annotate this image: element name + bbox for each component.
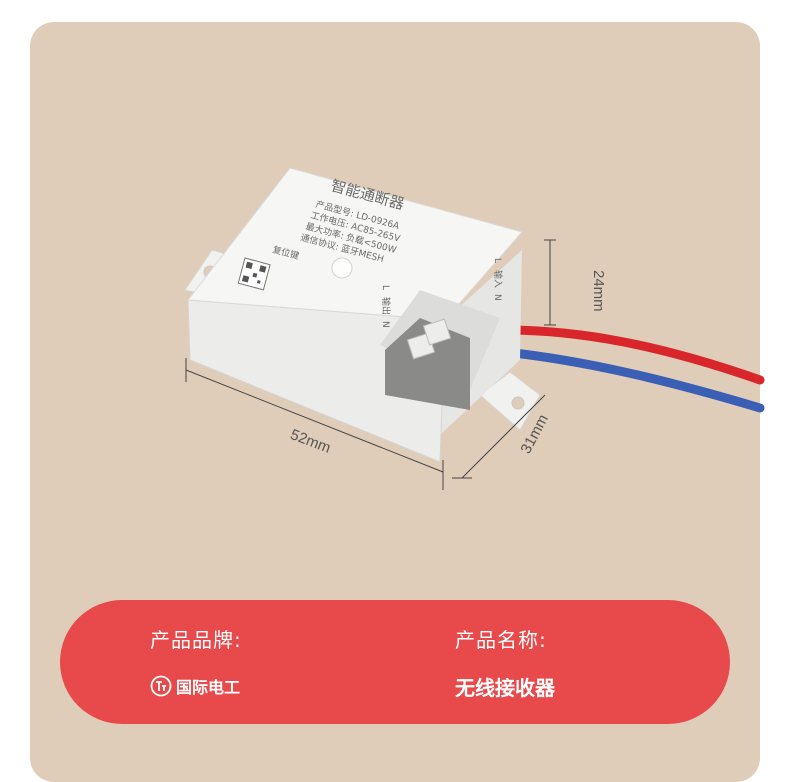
right-screw-hole <box>511 396 525 410</box>
wires <box>500 325 765 413</box>
output-terminal-n: N <box>380 321 390 328</box>
name-value: 无线接收器 <box>455 676 555 700</box>
input-terminal-n: N <box>492 294 502 301</box>
output-label: 输出 <box>380 297 392 315</box>
terminal-block <box>385 318 470 410</box>
length-label: 52mm <box>288 426 333 457</box>
output-labels: L 输出 N <box>380 285 392 328</box>
qr-code <box>237 257 271 291</box>
red-wire <box>500 325 765 385</box>
terminal-lever-2 <box>422 318 452 346</box>
product-info-bar: 产品品牌: 国际电工 产品名称: 无线接收器 <box>60 600 730 724</box>
name-heading: 产品名称: <box>455 628 547 652</box>
input-terminal-l: L <box>492 258 502 263</box>
brand-logo-icon <box>150 675 172 697</box>
body-top-face <box>187 167 523 321</box>
dimension-height: 24mm <box>544 239 607 326</box>
blue-wire <box>500 347 765 413</box>
input-label: 输入 <box>492 270 504 288</box>
brand-heading: 产品品牌: <box>150 628 242 652</box>
height-label: 24mm <box>590 270 607 312</box>
output-terminal-l: L <box>380 285 390 290</box>
brand-logo: 国际电工 <box>150 674 240 698</box>
input-labels: L 输入 N <box>492 258 504 301</box>
reset-button <box>331 257 353 279</box>
product-illustration: 智能通断器 产品型号: LD-0926A 工作电压: AC85-265V 最大功… <box>184 167 765 490</box>
brand-logo-text: 国际电工 <box>176 678 241 697</box>
